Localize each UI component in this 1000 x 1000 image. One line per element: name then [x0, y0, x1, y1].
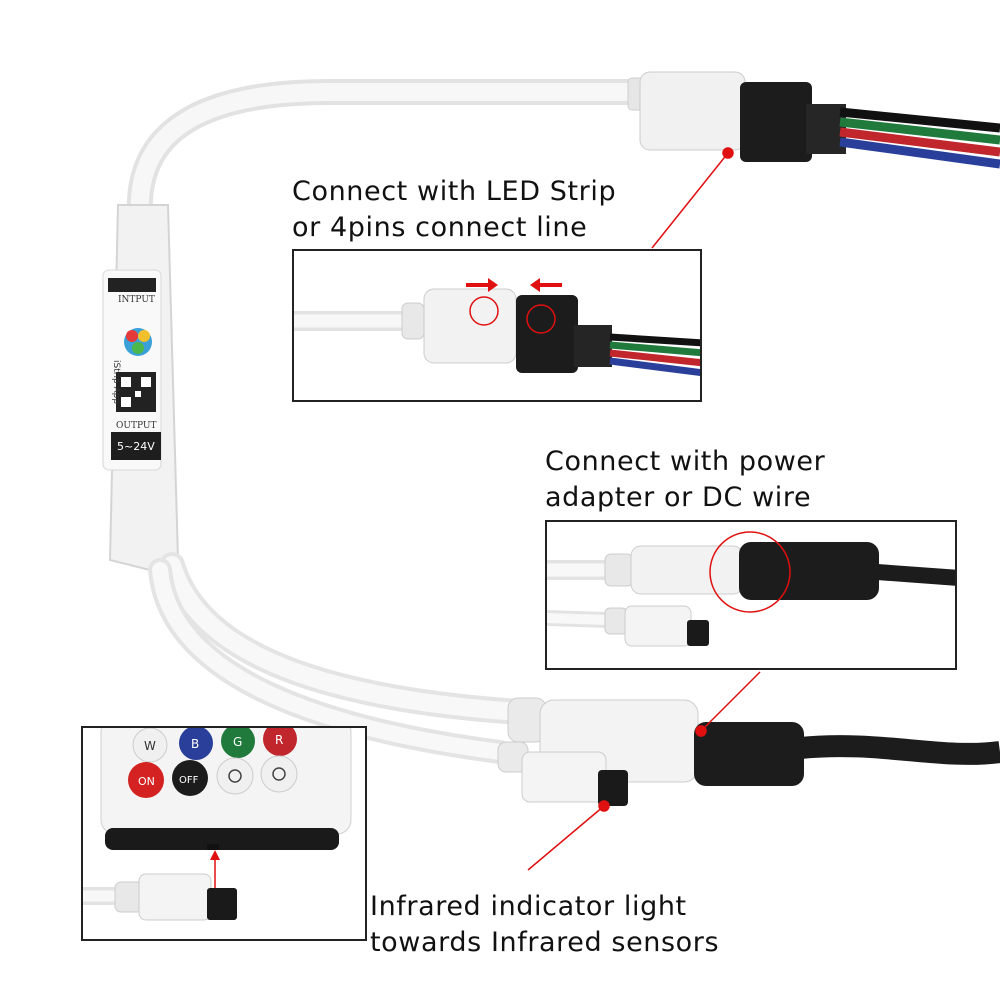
callout-leaders — [527, 147, 761, 871]
remote-button-row-1 — [132, 728, 297, 763]
remote-button-brightness-up — [260, 755, 298, 793]
top-white-connector — [627, 71, 746, 151]
inset-led-connector-photo — [294, 278, 700, 377]
controller-app-label: iStrip App — [111, 360, 121, 404]
inset-power-connector-photo — [547, 531, 955, 647]
inset-ir-remote: W B G R ON OFF — [81, 726, 367, 941]
caption-infrared-line1: Infrared indicator light — [370, 891, 687, 922]
remote-button-w — [132, 728, 168, 763]
controller-body — [102, 204, 180, 572]
remote-label-g: G — [233, 735, 242, 749]
remote-button-on — [128, 762, 164, 798]
caption-power: Connect with power adapter or DC wire — [545, 444, 825, 516]
caption-infrared-line2: towards Infrared sensors — [370, 927, 720, 958]
ir-receiver-plug — [497, 741, 628, 806]
caption-infrared: Infrared indicator light towards Infrare… — [370, 889, 719, 961]
remote-label-off: OFF — [179, 775, 199, 786]
controller-input-label: INTPUT — [118, 295, 155, 305]
controller-voltage-label: 5~24V — [117, 440, 155, 453]
remote-label-on: ON — [138, 775, 155, 788]
dc-male-connector — [694, 722, 1000, 786]
remote-button-brightness-down — [216, 757, 254, 795]
remote-label-w: W — [144, 739, 156, 753]
inset-ir-remote-photo: W B G R ON OFF — [83, 728, 352, 921]
remote-button-row-2 — [128, 755, 298, 798]
inset-led-connector — [292, 249, 702, 402]
remote-button-r — [263, 728, 297, 756]
caption-power-line1: Connect with power — [545, 446, 826, 477]
caption-led-strip-line2: or 4pins connect line — [292, 212, 588, 243]
remote-label-r: R — [275, 733, 283, 747]
remote-label-b: B — [191, 737, 199, 751]
remote-button-b — [179, 728, 213, 760]
caption-led-strip: Connect with LED Strip or 4pins connect … — [292, 174, 616, 246]
caption-power-line2: adapter or DC wire — [545, 482, 812, 513]
controller-output-label: OUTPUT — [116, 421, 156, 431]
rgb-wires — [839, 107, 1000, 169]
remote-button-off — [172, 760, 208, 796]
inset-power-connector — [545, 520, 957, 670]
top-black-connector — [740, 82, 846, 162]
remote-button-g — [221, 728, 255, 758]
caption-led-strip-line1: Connect with LED Strip — [292, 176, 617, 207]
